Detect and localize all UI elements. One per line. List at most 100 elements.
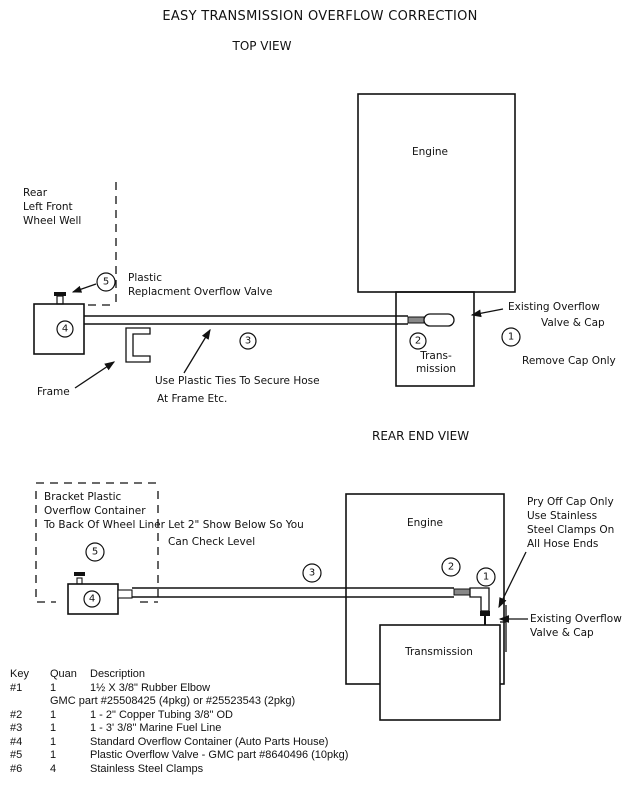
callout-number: 3 (309, 568, 315, 579)
wheel-well-label-3: Wheel Well (23, 215, 81, 227)
bracket-dashed-outline (35, 482, 159, 603)
rear-engine-label: Engine (407, 517, 443, 529)
row-quan: 4 (50, 762, 57, 775)
top-existing-note-2: Valve & Cap (541, 317, 605, 329)
arrow (470, 308, 504, 318)
table-row: #3 1 1 - 3' 3/8" Marine Fuel Line (10, 722, 348, 736)
callout-number: 3 (245, 336, 251, 347)
callout-number: 5 (103, 277, 109, 288)
row-description: 1½ X 3/8" Rubber Elbow (90, 681, 211, 694)
top-rubber-elbow (423, 313, 455, 327)
ties-note-2: At Frame Etc. (157, 393, 227, 405)
top-view: Engine Trans- mission Rear Left Front Wh… (23, 93, 616, 405)
table-row: #5 1 Plastic Overflow Valve - GMC part #… (10, 749, 348, 763)
frame-channel (125, 327, 151, 363)
row-description: GMC part #25508425 (4pkg) or #25523543 (… (50, 695, 296, 707)
top-existing-note-1: Existing Overflow (508, 301, 600, 313)
top-transmission-label-2: mission (416, 363, 456, 375)
callout-circle (83, 590, 101, 608)
table-row: #4 1 Standard Overflow Container (Auto P… (10, 736, 348, 750)
callout-number: 2 (415, 336, 421, 347)
bracket-note-4: Can Check Level (168, 536, 255, 548)
callout-circle (56, 320, 74, 338)
rear-view: Engine Transmission Bracket Plastic Over… (35, 482, 622, 721)
top-engine-box (357, 93, 516, 293)
callout-circle (441, 557, 461, 577)
row-key: #1 (10, 681, 23, 694)
arrow (498, 551, 527, 609)
callout-number: 1 (508, 332, 514, 343)
top-copper-tube (407, 316, 425, 324)
top-transmission-label-1: Trans- (419, 350, 452, 362)
callout-circle (96, 272, 116, 292)
rear-existing-note-2: Valve & Cap (530, 627, 594, 639)
rear-overflow-container (67, 583, 119, 615)
pry-note-2: Use Stainless (527, 510, 597, 522)
table-row: #1 1 1½ X 3/8" Rubber Elbow (10, 682, 348, 696)
valve-note-1: Plastic (128, 272, 162, 284)
row-quan: 1 (50, 735, 57, 748)
callout-number: 2 (448, 562, 454, 573)
table-row: #6 4 Stainless Steel Clamps (10, 763, 348, 777)
row-description: Plastic Overflow Valve - GMC part #86404… (90, 749, 349, 761)
row-quan: 1 (50, 749, 57, 761)
rear-existing-note-1: Existing Overflow (530, 613, 622, 625)
callout-number: 5 (92, 547, 98, 558)
top-overflow-container (33, 303, 85, 355)
valve-note-2: Replacment Overflow Valve (128, 286, 272, 298)
bracket-note-2: Overflow Container (44, 505, 146, 517)
row-description: 1 - 3' 3/8" Marine Fuel Line (90, 722, 222, 734)
rear-transmission-label: Transmission (404, 646, 473, 658)
row-description: Stainless Steel Clamps (90, 762, 204, 775)
table-row: #2 1 1 - 2" Copper Tubing 3/8" OD (10, 709, 348, 723)
row-key: #5 (10, 749, 23, 761)
row-description: 1 - 2" Copper Tubing 3/8" OD (90, 708, 233, 721)
ties-note-1: Use Plastic Ties To Secure Hose (155, 375, 320, 387)
row-key: #6 (10, 762, 23, 775)
callout-number: 4 (89, 594, 95, 605)
arrow (74, 361, 116, 389)
rear-copper-tube (453, 588, 471, 596)
pry-note-4: All Hose Ends (527, 538, 598, 550)
callout-circle (85, 542, 105, 562)
wheel-well-label-1: Rear (23, 187, 48, 199)
callout-circle (302, 563, 322, 583)
rear-rubber-elbow (469, 587, 490, 612)
callout-circle (501, 327, 521, 347)
pry-note-3: Steel Clamps On (527, 524, 614, 536)
rear-view-heading: REAR END VIEW (372, 429, 469, 443)
bracket-note-1: Bracket Plastic (44, 491, 122, 503)
top-overflow-valve-icon (56, 295, 64, 305)
table-row: GMC part #25508425 (4pkg) or #25523543 (… (10, 695, 348, 709)
top-transmission-box (395, 291, 475, 387)
callout-number: 4 (62, 324, 68, 335)
row-key: #2 (10, 708, 23, 721)
row-quan: 1 (50, 708, 57, 721)
row-key: #3 (10, 722, 23, 734)
rear-overflow-valve-icon (76, 577, 83, 585)
parts-key-table: Key Quan Description #1 1 1½ X 3/8" Rubb… (10, 668, 348, 776)
frame-label: Frame (37, 386, 70, 398)
top-engine-label: Engine (412, 146, 448, 158)
callout-circle (409, 332, 427, 350)
callout-circle (239, 332, 257, 350)
pry-note-1: Pry Off Cap Only (527, 496, 614, 508)
header-key: Key (10, 668, 29, 680)
arrow (71, 283, 97, 293)
parts-key-header: Key Quan Description (10, 668, 348, 682)
row-key: #4 (10, 735, 23, 748)
row-quan: 1 (50, 722, 57, 734)
arrow (183, 328, 211, 374)
diagram-title: EASY TRANSMISSION OVERFLOW CORRECTION (162, 9, 477, 24)
callout-number: 1 (483, 572, 489, 583)
remove-cap-note: Remove Cap Only (522, 355, 616, 367)
header-quan: Quan (50, 668, 77, 680)
row-quan: 1 (50, 681, 57, 694)
bracket-note-3: To Back Of Wheel Liner Let 2" Show Below… (43, 519, 304, 531)
header-description: Description (90, 668, 146, 680)
row-description: Standard Overflow Container (Auto Parts … (90, 735, 329, 748)
callout-circle (476, 567, 496, 587)
rear-transmission-box (379, 624, 501, 721)
top-view-heading: TOP VIEW (231, 39, 291, 53)
